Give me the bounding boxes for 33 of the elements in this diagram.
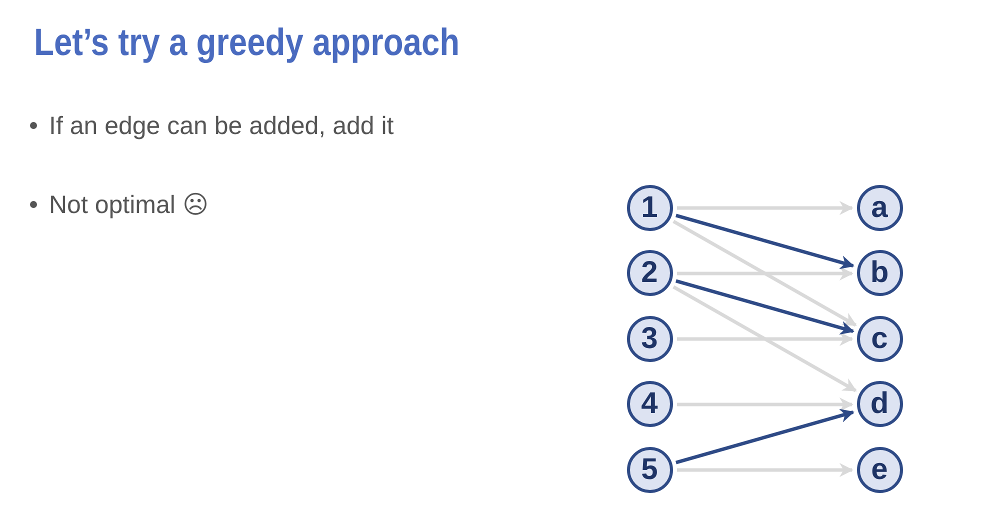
vertex-label: c <box>871 324 888 354</box>
vertex-circle <box>626 250 672 296</box>
vertex-label: 5 <box>641 454 658 484</box>
arrow <box>672 220 857 327</box>
arrow <box>676 408 854 464</box>
vertex-circle <box>856 381 902 427</box>
arrow <box>672 285 857 392</box>
arrow <box>677 332 854 346</box>
vertex-circle <box>856 184 902 230</box>
vertex-label: d <box>870 389 889 419</box>
bullet-text: Not optimal ☹ <box>49 191 208 219</box>
vertex-label: 4 <box>641 389 658 419</box>
vertex-circle <box>856 316 902 362</box>
vertex-circle <box>626 446 672 492</box>
arrow <box>677 463 854 477</box>
vertex-label: b <box>870 258 889 288</box>
vertex-label: a <box>871 192 888 222</box>
vertex-circle <box>626 381 672 427</box>
slide-title: Let’s try a greedy approach <box>34 22 460 65</box>
arrow <box>677 201 854 215</box>
vertex-circle <box>626 184 672 230</box>
arrow <box>677 266 854 280</box>
vertex-circle <box>626 316 672 362</box>
vertex-label: 3 <box>641 324 658 354</box>
arrow <box>676 214 854 270</box>
arrow <box>677 398 854 412</box>
vertex-label: 1 <box>641 192 658 222</box>
vertex-label: e <box>871 454 888 484</box>
bullet-text: If an edge can be added, add it <box>49 112 394 140</box>
vertex-label: 2 <box>641 258 658 288</box>
arrow <box>676 279 854 335</box>
vertex-circle <box>856 250 902 296</box>
vertex-circle <box>856 446 902 492</box>
